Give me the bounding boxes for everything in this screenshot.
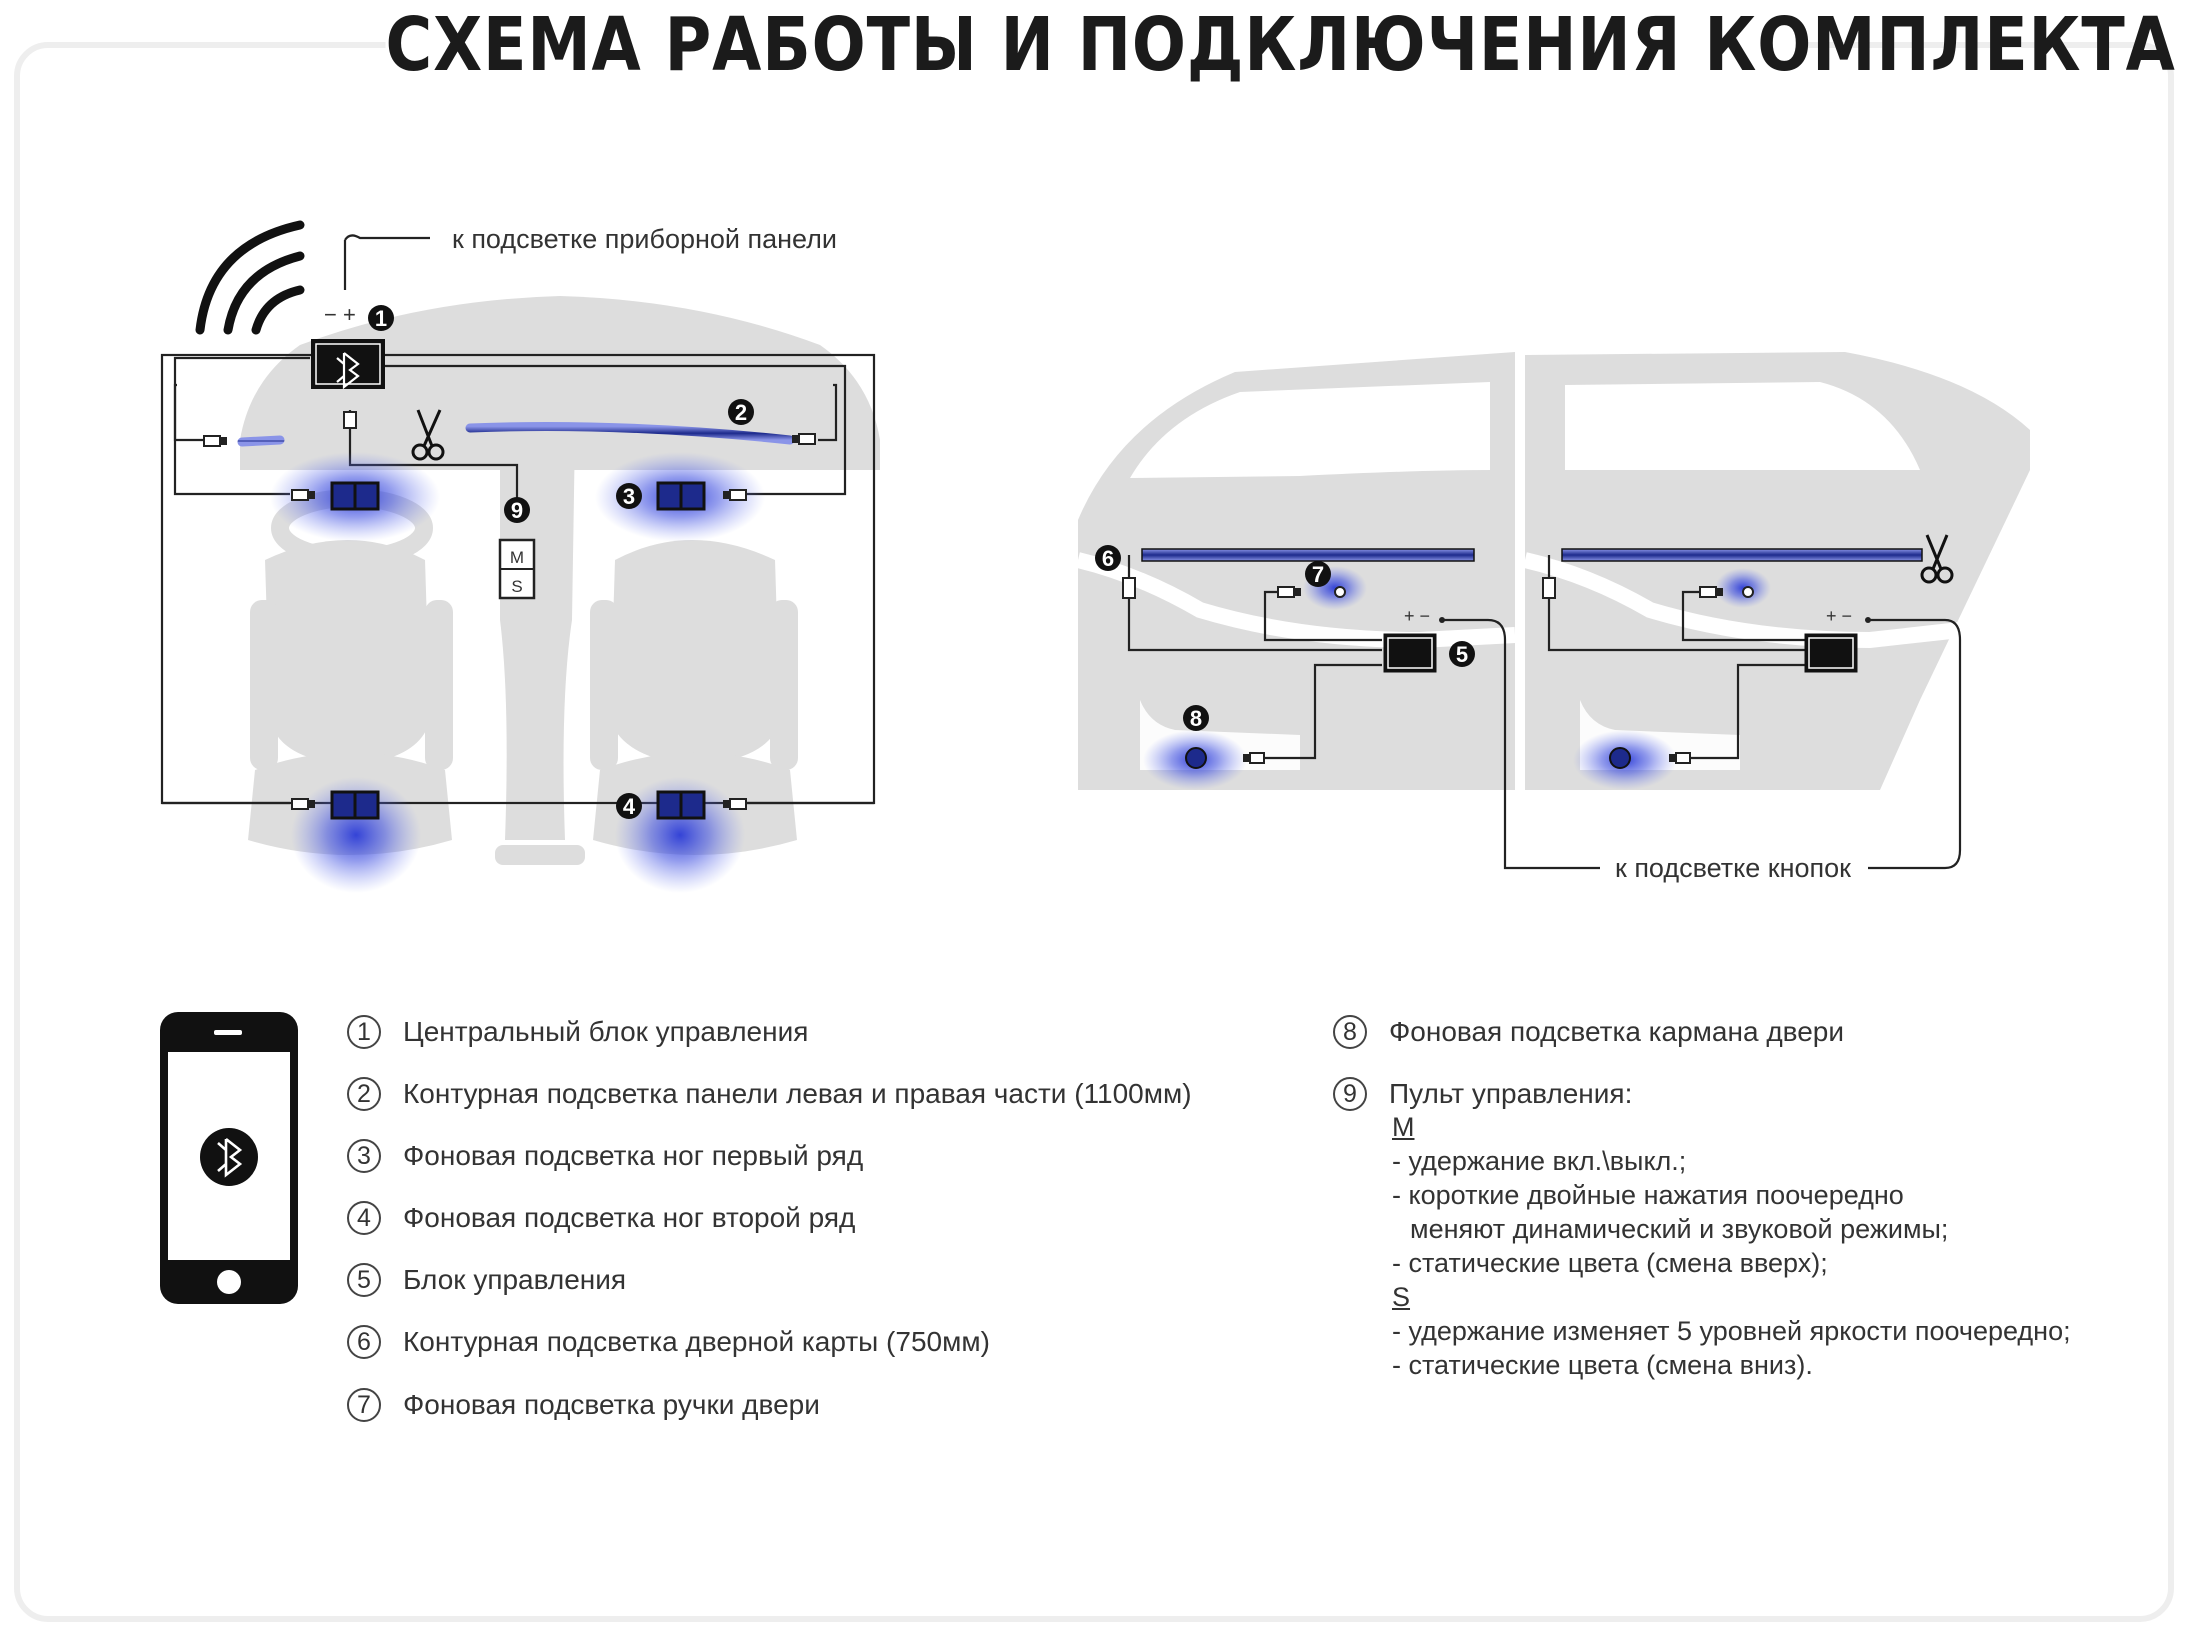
svg-text:S: S: [511, 577, 522, 596]
legend-number: 8: [1333, 1015, 1367, 1049]
svg-text:3: 3: [623, 484, 635, 509]
legend-text: Блок управления: [403, 1264, 627, 1295]
legend-number: 6: [347, 1325, 381, 1359]
door-panels: [1076, 352, 2030, 790]
svg-text:6: 6: [1102, 546, 1114, 571]
door-pocket-lights: [1185, 747, 1631, 769]
legend-item-9: 9 Пульт управления:: [1333, 1069, 1632, 1119]
central-control-unit: − +: [311, 302, 385, 390]
scissors-icon: [411, 409, 445, 461]
legend-item-2: 2 Контурная подсветка панели левая и пра…: [347, 1069, 1192, 1119]
legend-number: 9: [1333, 1077, 1367, 1111]
remote-m-line: меняют динамический и звуковой режимы;: [1410, 1214, 1949, 1244]
number-markers-right: 6 7 5 8: [1095, 545, 1475, 731]
legend-text: Контурная подсветка дверной карты (750мм…: [403, 1326, 990, 1357]
door-strip-front: [1141, 548, 1475, 562]
svg-text:+ −: + −: [1826, 606, 1852, 626]
svg-text:M: M: [510, 548, 524, 567]
svg-text:2: 2: [735, 400, 747, 425]
footwell-modules: [330, 481, 706, 820]
legend-text: Пульт управления:: [1389, 1078, 1633, 1109]
legend-text: Центральный блок управления: [403, 1016, 809, 1047]
remote-s-line: - статические цвета (смена вниз).: [1392, 1350, 1813, 1380]
legend-text: Фоновая подсветка ног первый ряд: [403, 1140, 864, 1171]
door-control-units: + − + −: [1383, 606, 1871, 673]
legend-number: 2: [347, 1077, 381, 1111]
legend-item-4: 4 Фоновая подсветка ног второй ряд: [347, 1193, 855, 1243]
dash-strip-left: [237, 435, 285, 447]
number-markers-left: 1 2 3 4 9: [368, 305, 754, 819]
connectors-left: [203, 411, 816, 810]
door-strip-rear: [1561, 548, 1923, 562]
left-wiring: [160, 234, 876, 805]
legend-text: Контурная подсветка панели левая и права…: [403, 1078, 1192, 1109]
door-connectors: [1122, 577, 1723, 764]
svg-text:− +: − +: [324, 302, 356, 327]
scissors-icon: [1920, 534, 1954, 584]
legend-item-3: 3 Фоновая подсветка ног первый ряд: [347, 1131, 863, 1181]
legend-item-7: 7 Фоновая подсветка ручки двери: [347, 1380, 820, 1430]
svg-text:+ −: + −: [1404, 606, 1430, 626]
legend-number: 5: [347, 1263, 381, 1297]
bluetooth-icon: [217, 1137, 243, 1178]
legend-number: 7: [347, 1388, 381, 1422]
wifi-signal-icon: [195, 220, 305, 335]
legend-item-8: 8 Фоновая подсветка кармана двери: [1333, 1007, 1844, 1057]
door-wiring: [1127, 555, 1962, 870]
dash-panel-annotation: к подсветке приборной панели: [452, 224, 837, 254]
legend-item-5: 5 Блок управления: [347, 1255, 626, 1305]
legend-text: Фоновая подсветка ног второй ряд: [403, 1202, 856, 1233]
svg-text:1: 1: [375, 306, 387, 331]
remote-m-line: - удержание вкл.\выкл.;: [1392, 1146, 1687, 1176]
dash-strip-right: [465, 422, 795, 445]
door-handle-lights: [1334, 586, 1754, 598]
legend-number: 4: [347, 1201, 381, 1235]
svg-text:5: 5: [1456, 642, 1468, 667]
legend-number: 1: [347, 1015, 381, 1049]
buttons-annotation: к подсветке кнопок: [1615, 853, 1851, 883]
remote-s-line: - удержание изменяет 5 уровней яркости п…: [1392, 1316, 2071, 1346]
legend-item-1: 1 Центральный блок управления: [347, 1007, 808, 1057]
legend-text: Фоновая подсветка ручки двери: [403, 1389, 820, 1420]
bluetooth-icon: [336, 352, 360, 390]
remote-s-label: S: [1392, 1282, 1411, 1312]
svg-text:9: 9: [511, 498, 523, 523]
svg-text:8: 8: [1190, 706, 1202, 731]
legend-text: Фоновая подсветка кармана двери: [1389, 1016, 1844, 1047]
legend-number: 3: [347, 1139, 381, 1173]
smartphone-icon: [160, 1012, 298, 1304]
remote-m-line: - статические цвета (смена вверх);: [1392, 1248, 1828, 1278]
remote-m-label: M: [1392, 1112, 1415, 1142]
page-title: СХЕМА РАБОТЫ И ПОДКЛЮЧЕНИЯ КОМПЛЕКТА: [385, 2, 2176, 88]
svg-text:7: 7: [1312, 562, 1324, 587]
legend-item-6: 6 Контурная подсветка дверной карты (750…: [347, 1317, 990, 1367]
svg-text:4: 4: [623, 794, 636, 819]
remote-control: M S: [498, 538, 536, 600]
remote-instructions: M - удержание вкл.\выкл.; - короткие дво…: [1392, 1110, 2071, 1382]
remote-m-line: - короткие двойные нажатия поочередно: [1392, 1180, 1904, 1210]
